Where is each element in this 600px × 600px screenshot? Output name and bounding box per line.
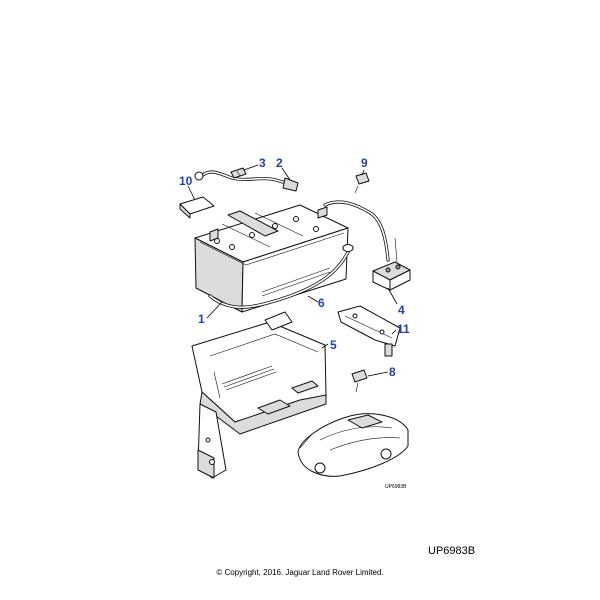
inset-drawing-code: UP6983B (385, 484, 407, 490)
callout-4[interactable]: 4 (398, 303, 405, 317)
callout-1[interactable]: 1 (198, 312, 205, 326)
ground-bolt[interactable] (354, 172, 370, 194)
negative-cable[interactable] (194, 170, 299, 192)
copyright-notice: © Copyright, 2016. Jaguar Land Rover Lim… (216, 568, 384, 577)
cable-bolt[interactable] (230, 167, 247, 179)
drawing-code: UP6983B (428, 545, 476, 557)
junction-block[interactable] (372, 261, 411, 291)
tray-bolt[interactable] (351, 369, 368, 393)
callout-2[interactable]: 2 (276, 156, 283, 170)
battery-tray[interactable] (191, 311, 327, 479)
callout-leaders (187, 164, 398, 377)
callout-6[interactable]: 6 (318, 296, 325, 310)
callout-11[interactable]: 11 (397, 322, 410, 336)
callout-8[interactable]: 8 (389, 365, 396, 379)
battery[interactable] (194, 204, 349, 313)
positive-cable[interactable] (323, 200, 398, 263)
terminal-cover[interactable] (179, 196, 215, 219)
vehicle-location-inset (297, 413, 409, 477)
callout-5[interactable]: 5 (330, 338, 337, 352)
mounting-bracket[interactable] (337, 305, 401, 357)
hold-down-strap[interactable] (208, 244, 354, 309)
callout-10[interactable]: 10 (179, 174, 193, 188)
callout-9[interactable]: 9 (361, 156, 368, 170)
callout-3[interactable]: 3 (259, 156, 266, 170)
